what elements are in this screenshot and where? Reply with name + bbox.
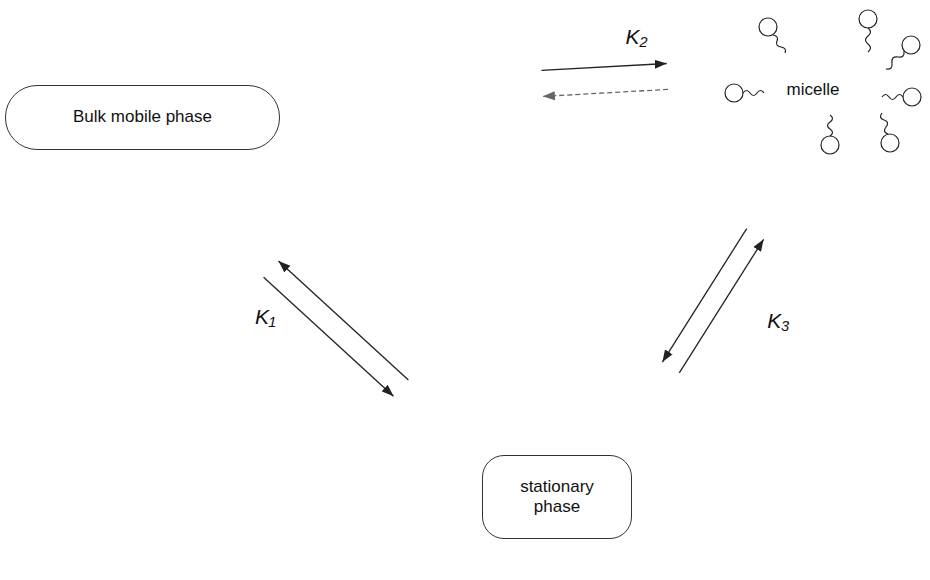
node-label: micelle <box>787 80 840 100</box>
equilibrium-arrow <box>662 229 746 363</box>
node-label: stationary phase <box>510 477 605 518</box>
node-label: Bulk mobile phase <box>73 107 212 127</box>
equilibrium-arrow <box>543 89 668 96</box>
constant-label: K₃ <box>765 309 791 332</box>
constant-label: K₂ <box>623 25 649 48</box>
equilibrium-arrow <box>541 64 666 71</box>
phase-box: Bulk mobile phase <box>5 85 280 150</box>
phase-box: stationary phase <box>482 455 632 539</box>
micelle-node: micelle <box>718 5 923 155</box>
equilibrium-arrow <box>279 261 409 380</box>
constant-label: K₁ <box>253 305 278 328</box>
equilibrium-arrow <box>679 239 763 372</box>
equilibrium-arrow <box>264 277 394 396</box>
